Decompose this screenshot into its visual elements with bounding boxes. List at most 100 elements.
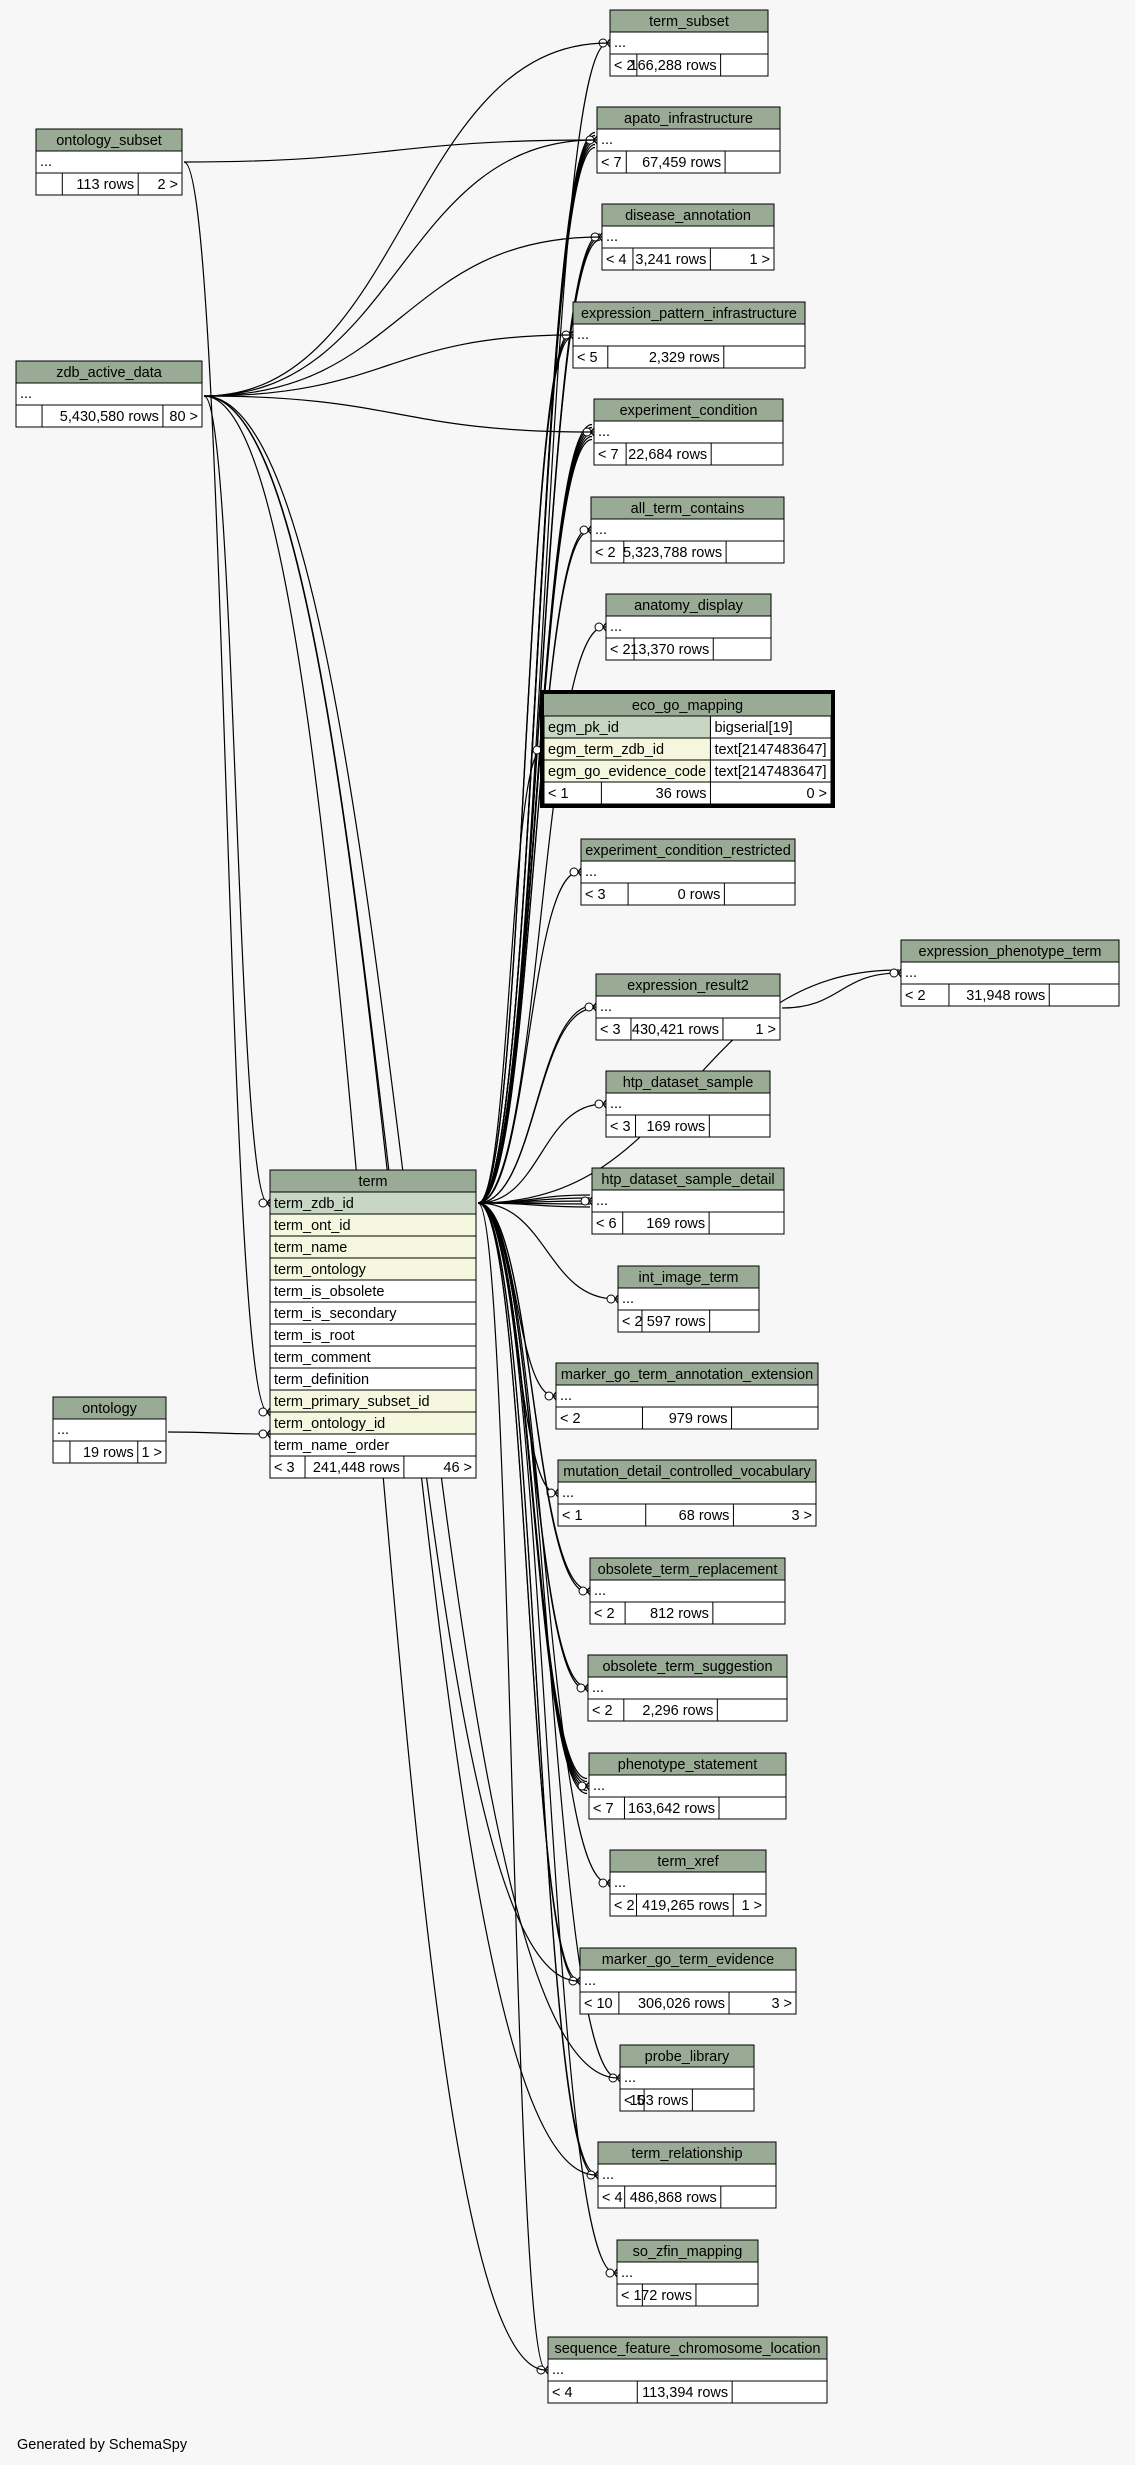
column-name: term_is_secondary [274,1306,397,1322]
column-name: term_name [274,1240,347,1256]
collapsed-columns: ... [593,1778,605,1794]
collapsed-columns: ... [598,424,610,440]
collapsed-columns: ... [610,619,622,635]
children-count: 0 > [806,786,827,802]
table-mutation-detail-controlled-vocabulary[interactable]: mutation_detail_controlled_vocabulary...… [557,1459,817,1527]
row-count: 22,684 rows [628,447,707,463]
edge-term-to-marker-go-term-annotation-extension [477,1202,555,1397]
children-count: 1 > [741,1898,762,1914]
table-header [605,593,772,617]
edge-term-to-term-xref [477,1202,609,1884]
table-term[interactable]: termterm_zdb_idterm_ont_idterm_nameterm_… [269,1169,477,1479]
row-count: 486,868 rows [630,2190,717,2206]
parents-count: < 2 [594,1606,615,1622]
edge-term-to-term-subset [477,42,609,1204]
parents-count: < 2 [592,1703,613,1719]
table-title: htp_dataset_sample_detail [601,1172,774,1188]
edge-zdb-active-data-to-expression-pattern-infrastructure [203,334,572,397]
collapsed-columns: ... [57,1422,69,1438]
edge-term-to-sequence-feature-chromosome-location [477,1202,547,2371]
children-count: 1 > [141,1445,162,1461]
parents-count: < 6 [596,1216,617,1232]
table-title: sequence_feature_chromosome_location [554,2341,820,2357]
parents-count: < 4 [606,252,627,268]
optional-marker [606,1294,616,1304]
row-count: 19 rows [83,1445,134,1461]
parents-count: < 7 [598,447,619,463]
collapsed-columns: ... [595,522,607,538]
column-name: term_ontology_id [274,1416,385,1432]
table-title: all_term_contains [631,501,745,517]
table-header [900,939,1120,963]
table-header [580,838,796,862]
table-header [591,1167,785,1191]
children-count: 1 > [749,252,770,268]
table-header [593,398,784,422]
table-title: so_zfin_mapping [633,2244,743,2260]
relationship-edges [167,38,902,2375]
row-count: 163,642 rows [628,1801,715,1817]
children-count: 1 > [755,1022,776,1038]
edge-zdb-active-data-to-term [203,395,269,1204]
table-sequence-feature-chromosome-location[interactable]: sequence_feature_chromosome_location...<… [547,2336,828,2404]
row-count: 0 rows [678,887,721,903]
optional-marker [605,2268,615,2278]
collapsed-columns: ... [614,35,626,51]
edge-ontology-to-term [167,1431,269,1435]
edge-zdb-active-data-to-term-subset [203,42,609,397]
collapsed-columns: ... [596,1193,608,1209]
collapsed-columns: ... [601,132,613,148]
row-count: 113,394 rows [642,2385,728,2401]
table-header [609,1849,767,1873]
collapsed-columns: ... [610,1096,622,1112]
table-title: zdb_active_data [56,365,163,381]
column-name: term_comment [274,1350,371,1366]
parents-count: < 5 [577,350,598,366]
column-name: term_is_root [274,1328,355,1344]
collapsed-columns: ... [562,1485,574,1501]
column-type: text[2147483647] [714,742,826,758]
table-marker-go-term-annotation-extension[interactable]: marker_go_term_annotation_extension...< … [555,1362,819,1430]
edge-zdb-active-data-to-apato-infrastructure [203,139,596,397]
column-name: term_is_obsolete [274,1284,384,1300]
optional-marker [577,1781,587,1791]
parents-count: < 2 [595,545,616,561]
table-title: probe_library [645,2049,730,2065]
table-title: anatomy_display [634,598,744,614]
column-name: egm_go_evidence_code [548,764,706,780]
collapsed-columns: ... [600,999,612,1015]
parents-count: < 1 [621,2288,642,2304]
table-title: obsolete_term_suggestion [602,1659,772,1675]
optional-marker [544,1391,554,1401]
table-title: ontology_subset [56,133,162,149]
parents-count: < 10 [584,1996,613,2012]
generated-by-footer: Generated by SchemaSpy [17,2437,188,2453]
table-header [616,2239,759,2263]
